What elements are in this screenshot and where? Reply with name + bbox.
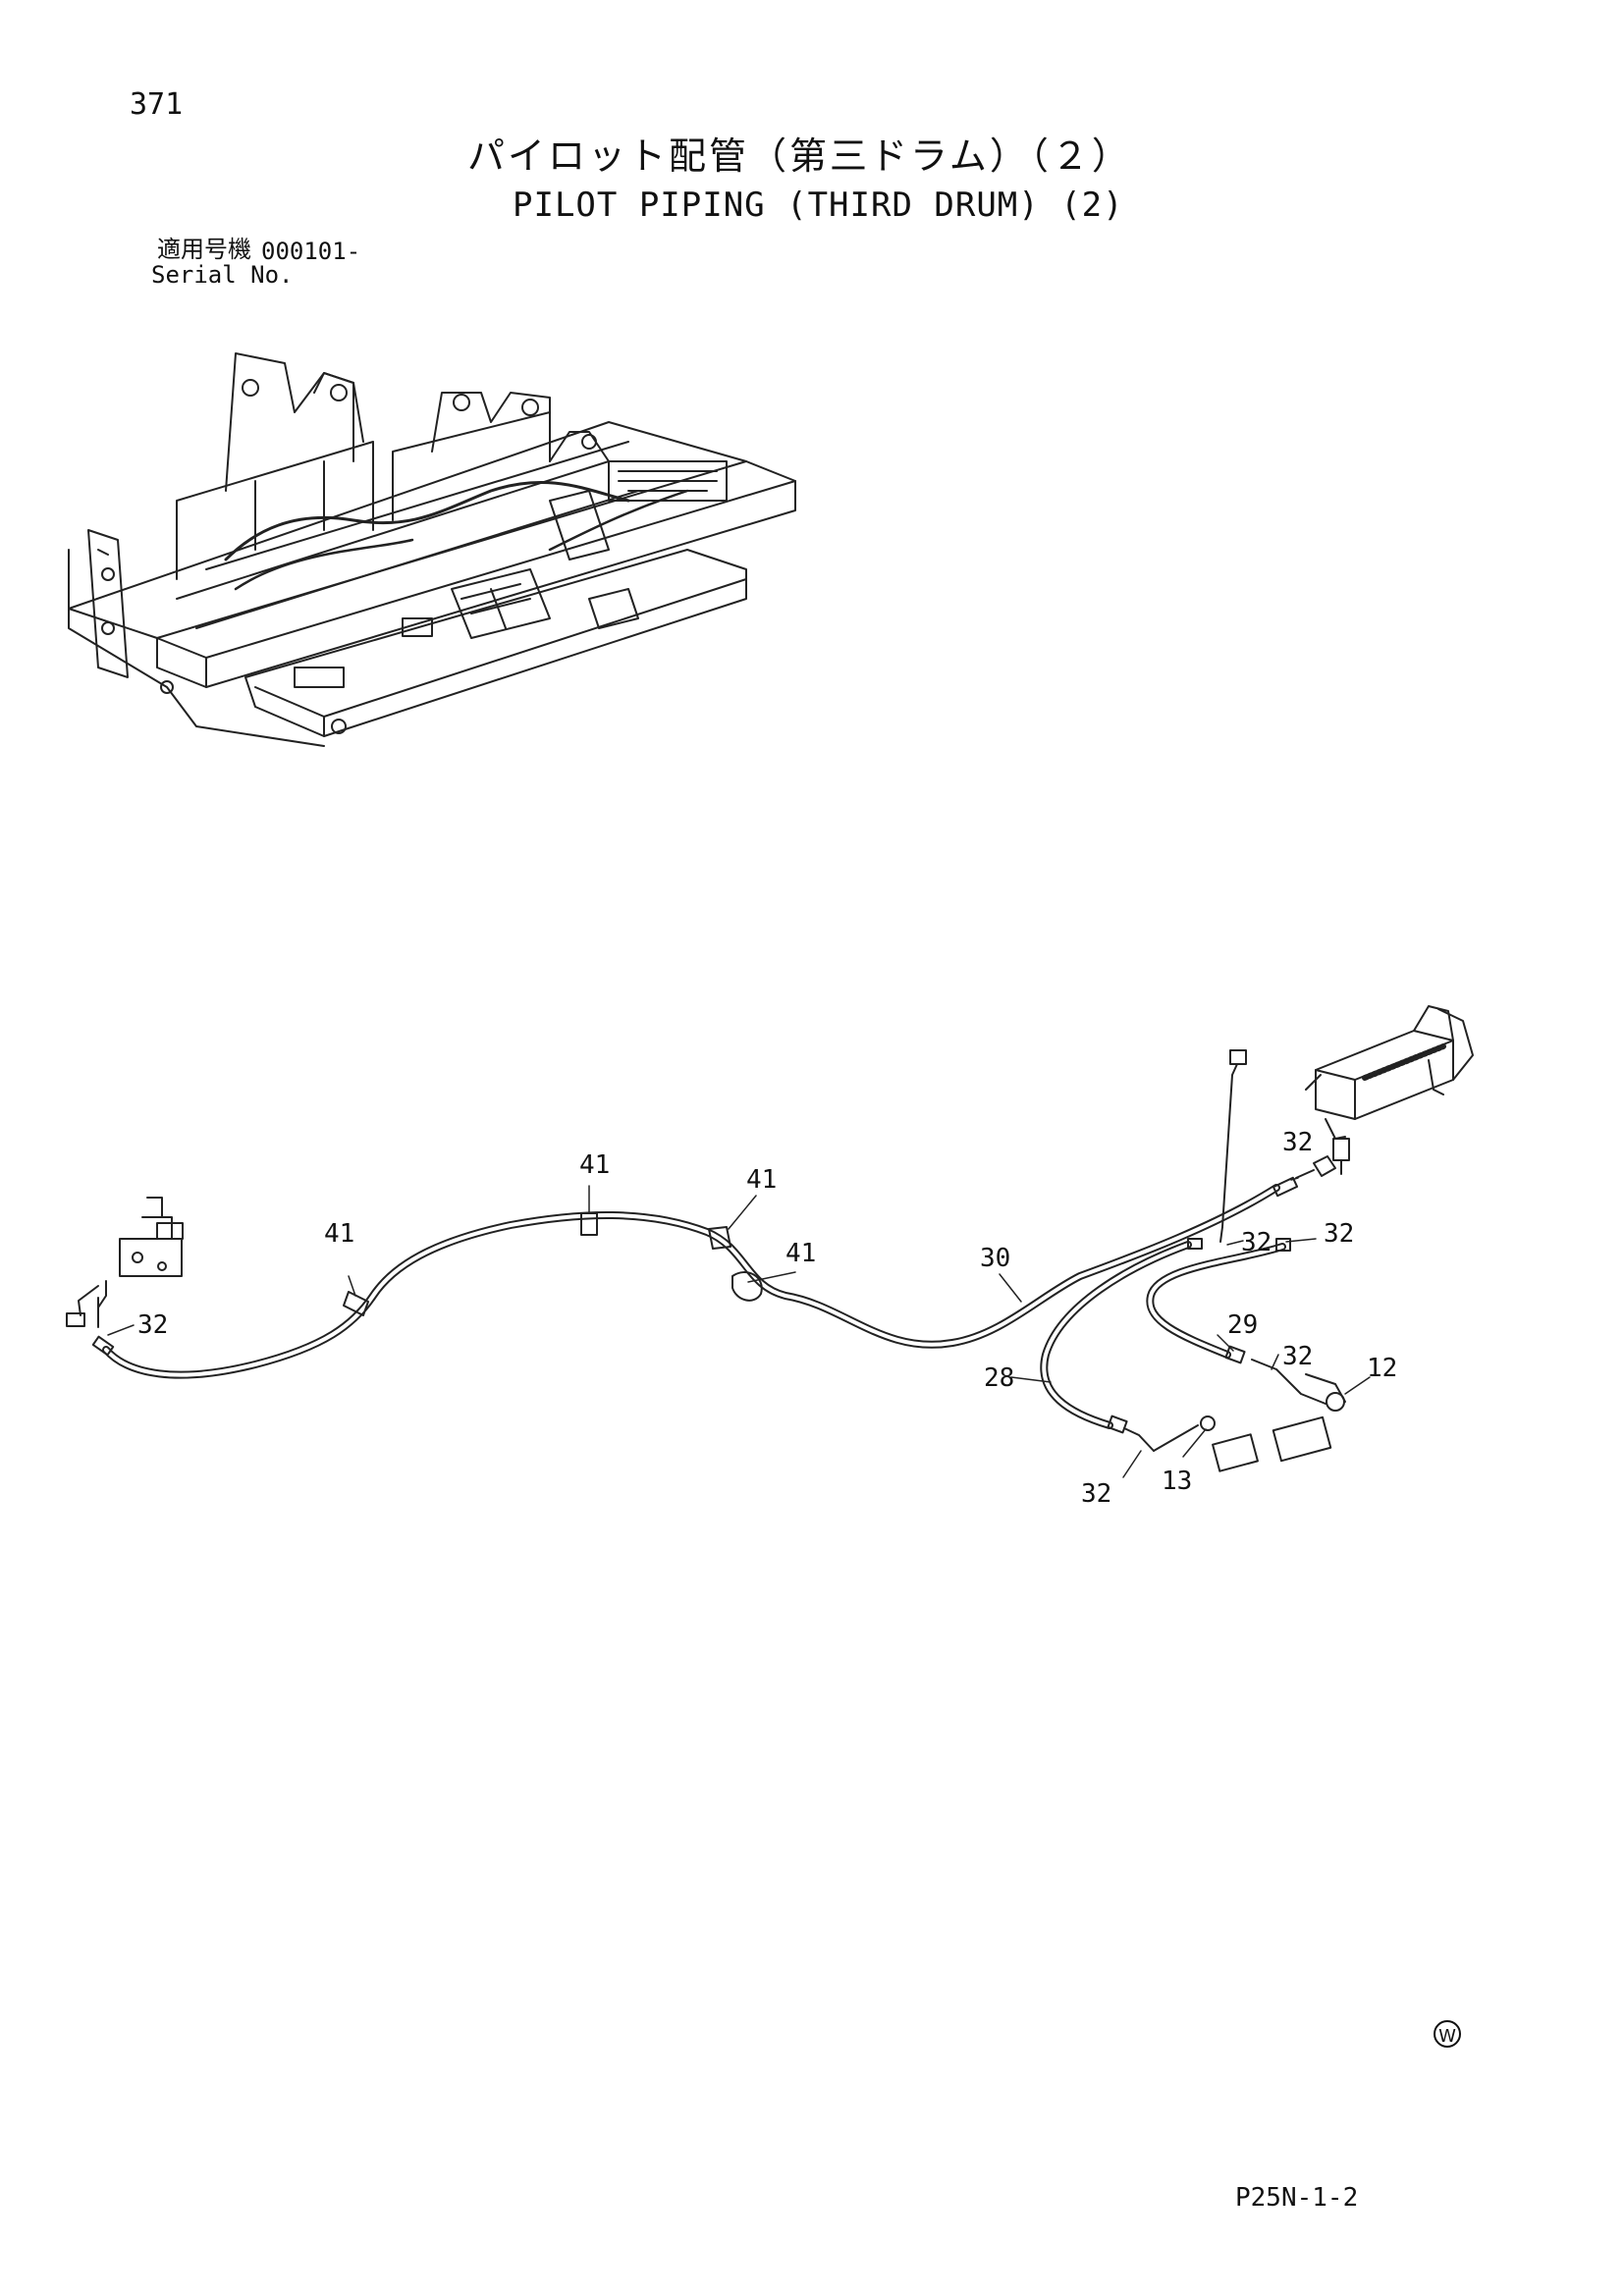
- callout-32-top: 32: [1282, 1128, 1313, 1157]
- left-pilot-valve: [66, 1197, 184, 1328]
- hose-30: [102, 1184, 1280, 1379]
- serial-label-english: Serial No.: [151, 261, 294, 289]
- callout-41-lower: 41: [785, 1239, 816, 1268]
- callout-29: 29: [1227, 1310, 1258, 1340]
- serial-label-japanese: 適用号機: [157, 236, 251, 263]
- callout-labels: 41 41 41 41 30 28 29 32 32 32 32 32 32 1…: [137, 1128, 1397, 1509]
- document-code: P25N-1-2: [1235, 2183, 1359, 2213]
- callout-13: 13: [1162, 1467, 1192, 1496]
- frame-overview-illustration: [68, 352, 796, 747]
- callout-32-right: 32: [1324, 1219, 1354, 1249]
- callout-41-left: 41: [324, 1219, 354, 1249]
- callout-32-bottom: 32: [1081, 1479, 1111, 1509]
- serial-number-value: 000101-: [261, 238, 361, 265]
- w-mark-icon: W: [1434, 2020, 1461, 2048]
- page-title-english: PILOT PIPING (THIRD DRUM) (2): [513, 186, 1124, 225]
- callout-32-left: 32: [137, 1310, 168, 1340]
- callout-41-right: 41: [746, 1165, 777, 1195]
- callout-41-top: 41: [579, 1150, 610, 1180]
- pilot-hose-assembly: [66, 1005, 1474, 1472]
- callout-30: 30: [980, 1244, 1010, 1273]
- callout-leaders: [107, 1177, 1371, 1478]
- svg-text:W: W: [1438, 2026, 1456, 2047]
- callout-12: 12: [1367, 1354, 1397, 1383]
- callout-32-mid: 32: [1241, 1228, 1272, 1257]
- callout-28: 28: [984, 1363, 1014, 1393]
- page-number: 371: [130, 87, 184, 122]
- hose-28: [1040, 1241, 1192, 1429]
- page-title-japanese: パイロット配管（第三ドラム）（２）: [467, 134, 1132, 178]
- right-pilot-valve: [1219, 1005, 1474, 1243]
- callout-32-lower-right: 32: [1282, 1342, 1313, 1371]
